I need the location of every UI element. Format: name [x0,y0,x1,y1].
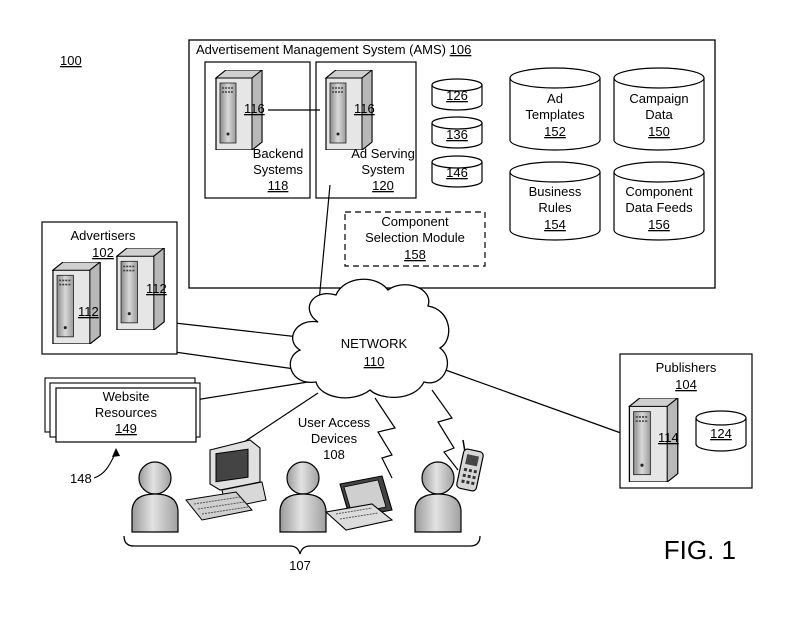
figure-ref-number: 100 [60,53,82,68]
website-resources-label-2: Resources [95,405,158,420]
network-cloud: NETWORK 110 [289,278,450,399]
database-ref: 152 [544,124,566,139]
user-person-icon [131,461,179,533]
ad-serving-label-1: Ad Serving [351,146,415,161]
desktop-computer-icon [185,439,267,521]
publisher-server-ref: 114 [658,430,679,445]
backend-server-ref: 116 [244,101,265,116]
database-campaign-data: Campaign Data 150 [613,67,705,151]
website-resources-box [55,387,197,443]
user-access-label-1: User Access [298,415,371,430]
component-selection-ref: 158 [404,247,426,262]
user-access-label-2: Devices [311,431,358,446]
component-selection-label-1: Component [381,214,449,229]
ad-serving-label-2: System [361,162,404,177]
backend-ref: 118 [268,178,289,193]
network-label: NETWORK [341,336,408,351]
users-group-brace [123,535,481,555]
backend-systems-box [204,61,311,199]
publishers-title: Publishers [656,360,717,375]
user-person-icon [279,461,327,533]
website-resources-ref: 149 [115,421,137,436]
website-resources-group: Website Resources 149 148 [44,377,201,486]
advertiser-server-ref: 112 [146,281,167,296]
small-database-136: 136 [431,116,483,149]
advertisers-ref: 102 [92,245,114,260]
website-resources-to-network-link [194,381,309,401]
user-person-icon [414,461,462,533]
advertiser-server-icon [52,262,101,344]
laptop-icon [324,475,394,531]
database-ref: 154 [544,217,566,232]
database-label-1: Campaign [629,91,688,106]
advertisers-title: Advertisers [70,228,136,243]
ad-serving-ref: 120 [372,178,394,193]
desktop-to-network-link [234,392,319,449]
backend-label-1: Backend [253,146,304,161]
advertiser-server-ref: 112 [78,304,99,319]
database-ad-templates: Ad Templates 152 [509,67,601,151]
small-db-ref: 136 [446,127,468,142]
database-ref: 150 [648,124,670,139]
user-access-ref: 108 [323,447,345,462]
small-database-146: 146 [431,155,483,188]
backend-label-2: Systems [253,162,303,177]
publisher-database: 124 [695,410,747,452]
ams-box [188,39,716,289]
database-ref: 156 [648,217,670,232]
database-label-1: Component [625,184,693,199]
small-database-126: 126 [431,78,483,111]
database-label-1: Business [529,184,582,199]
phone-wireless-link [431,389,459,471]
database-label-2: Templates [525,107,585,122]
component-selection-label-2: Selection Module [365,230,465,245]
figure-caption: FIG. 1 [664,535,736,565]
ad-serving-server-ref: 116 [354,101,375,116]
publishers-group: Publishers 104 114 124 [619,353,753,489]
website-pointer-ref: 148 [70,471,92,486]
component-selection-module-box [344,211,486,267]
database-label-2: Data Feeds [625,200,693,215]
advertisers-group: Advertisers 102 112 112 [41,221,178,355]
publishers-ref: 104 [675,377,697,392]
database-label-2: Data [645,107,673,122]
network-ref: 110 [364,354,385,369]
ams-to-network-link [317,184,331,313]
website-resources-label-1: Website [103,389,150,404]
database-label-1: Ad [547,91,563,106]
publisher-to-network-link [439,367,633,438]
database-label-2: Rules [538,200,572,215]
database-component-data-feeds: Component Data Feeds 156 [613,161,705,241]
ams-title: Advertisement Management System (AMS) 10… [196,42,471,57]
laptop-wireless-link [374,397,396,479]
database-business-rules: Business Rules 154 [509,161,601,241]
pointer-arrowhead [112,448,120,457]
mobile-phone-icon [456,439,484,492]
users-group-ref: 107 [289,558,311,573]
small-db-ref: 126 [446,88,468,103]
small-db-ref: 146 [446,165,468,180]
ad-serving-system-box [315,61,417,199]
publisher-db-ref: 124 [710,426,732,441]
ams-group: Advertisement Management System (AMS) 10… [188,39,716,289]
